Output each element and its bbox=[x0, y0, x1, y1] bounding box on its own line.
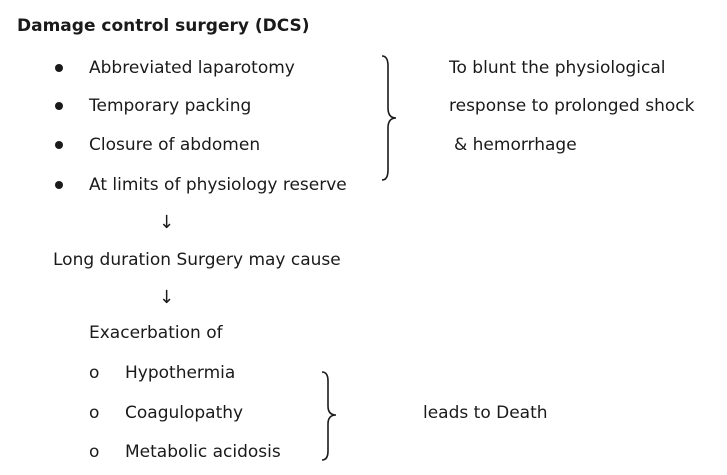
bullet-dot bbox=[55, 102, 63, 110]
complication-item: Coagulopathy bbox=[125, 403, 244, 423]
sub-bullet-marker: o bbox=[89, 403, 100, 423]
sub-bullet-marker: o bbox=[89, 442, 100, 462]
complication-item: Metabolic acidosis bbox=[125, 442, 281, 462]
purpose-line: To blunt the physiological bbox=[449, 58, 666, 78]
exacerbation-text: Exacerbation of bbox=[89, 323, 223, 343]
purpose-line: & hemorrhage bbox=[454, 135, 577, 155]
dcs-step: Temporary packing bbox=[89, 96, 252, 116]
dcs-step: Abbreviated laparotomy bbox=[89, 58, 295, 78]
bullet-dot bbox=[55, 141, 63, 149]
down-arrow-icon: ↓ bbox=[159, 212, 175, 233]
long-duration-text: Long duration Surgery may cause bbox=[53, 250, 341, 270]
dcs-step: At limits of physiology reserve bbox=[89, 175, 347, 195]
diagram-title: Damage control surgery (DCS) bbox=[17, 16, 310, 36]
bullet-dot bbox=[55, 64, 63, 72]
complication-item: Hypothermia bbox=[125, 363, 236, 383]
right-brace-icon bbox=[321, 371, 337, 461]
right-brace-icon bbox=[381, 55, 397, 181]
sub-bullet-marker: o bbox=[89, 363, 100, 383]
outcome-text: leads to Death bbox=[423, 403, 548, 423]
purpose-line: response to prolonged shock bbox=[449, 96, 695, 116]
bullet-dot bbox=[55, 181, 63, 189]
down-arrow-icon: ↓ bbox=[159, 287, 175, 308]
dcs-step: Closure of abdomen bbox=[89, 135, 261, 155]
